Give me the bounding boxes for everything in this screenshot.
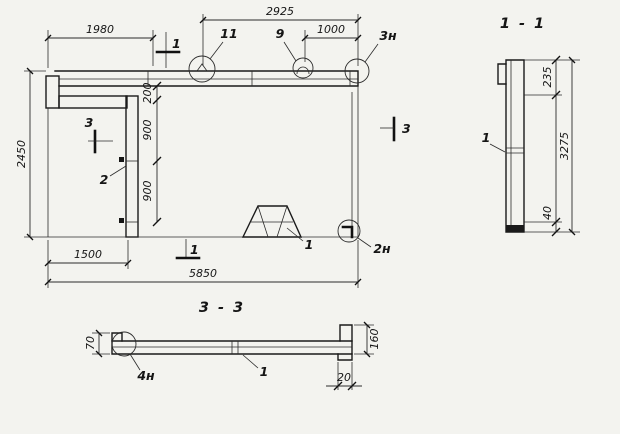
item-label: 1 [305,237,314,252]
recess-line [276,205,288,238]
callout-11: 11 [188,26,238,83]
dim-chain-900a: 900 [141,120,154,141]
main-dimensions: 1980 2925 1000 2450 200 900 900 1500 585… [15,5,362,288]
callout-3n: 3н [344,28,397,84]
section-label: 3 [402,121,411,136]
dim-235: 235 [541,67,554,88]
section-mark-3-right: 3 [380,116,411,142]
section-title: 1 - 1 [500,16,546,32]
callout-label: 4н [136,368,155,383]
section-label: 1 [190,242,199,257]
dim-chain-900b: 900 [141,181,154,202]
leader-line [357,237,372,248]
section-1-1-view: 1 - 1 1 235 40 3275 [482,16,580,237]
detail-circle-icon [344,58,370,84]
detail-circle-icon [337,219,361,243]
left-lip [111,332,123,342]
right-lip [339,324,353,342]
leader-line [109,165,127,177]
dim-70: 70 [84,336,97,350]
left-hook [45,75,60,109]
dim-5850: 5850 [189,267,217,280]
leader-line [286,227,304,242]
dim-2925: 2925 [266,5,294,18]
panel-linework [45,63,359,239]
callout-label: 3н [379,28,397,43]
leader-line [489,143,506,153]
recess-line [257,205,269,238]
dim-1000: 1000 [317,23,345,36]
dim-40: 40 [541,206,554,220]
item-label-1: 1 [286,227,314,252]
dim-2450: 2450 [15,140,28,168]
item-label: 1 [482,130,491,145]
detail-circle-icon [292,57,314,79]
section-mark-1-top: 1 [155,32,181,68]
vertical-rib [125,95,139,238]
dim-1980: 1980 [86,23,114,36]
dim-chain-200: 200 [141,83,154,104]
section-3-3-view: 3 - 3 4н 1 70 160 20 [84,300,381,391]
detail-circle-icon [111,331,137,357]
left-connector [58,95,128,109]
top-chord-outline [54,70,359,87]
leader-line [129,353,141,371]
leader-line [209,41,224,60]
dim-20: 20 [337,371,351,384]
item-label: 1 [260,364,269,379]
section-label: 3 [85,115,94,130]
callout-label: 9 [276,26,285,41]
leader-line [283,41,297,62]
callout-label: 11 [220,26,237,41]
dim-160: 160 [368,329,381,350]
lifting-loop-detail [296,66,310,75]
anchor-plate [119,157,124,162]
leader-line [242,354,259,369]
item-label: 2 [100,172,109,187]
detail-circle-icon [188,55,216,83]
section-bottom-cap [506,225,524,232]
section-outline [505,59,525,233]
callout-9: 9 [276,26,314,79]
right-foot [337,353,353,361]
callout-2n: 2н [337,219,391,256]
section-top-lip [497,63,507,85]
section-title: 3 - 3 [199,300,245,316]
callout-label: 2н [373,241,391,256]
dim-3275: 3275 [558,132,571,160]
leader-line [364,43,379,63]
anchor-plate [119,218,124,223]
main-view: 11 9 3н 2н 2 1 1 [15,5,411,288]
section-mark-3-left: 3 [85,115,113,154]
section-mark-1-bottom: 1 [175,239,201,260]
corner-detail [341,225,354,239]
dim-1500: 1500 [74,248,102,261]
notch-detail [196,63,208,72]
section-label: 1 [172,36,181,51]
item-label-2: 2 [100,165,127,187]
